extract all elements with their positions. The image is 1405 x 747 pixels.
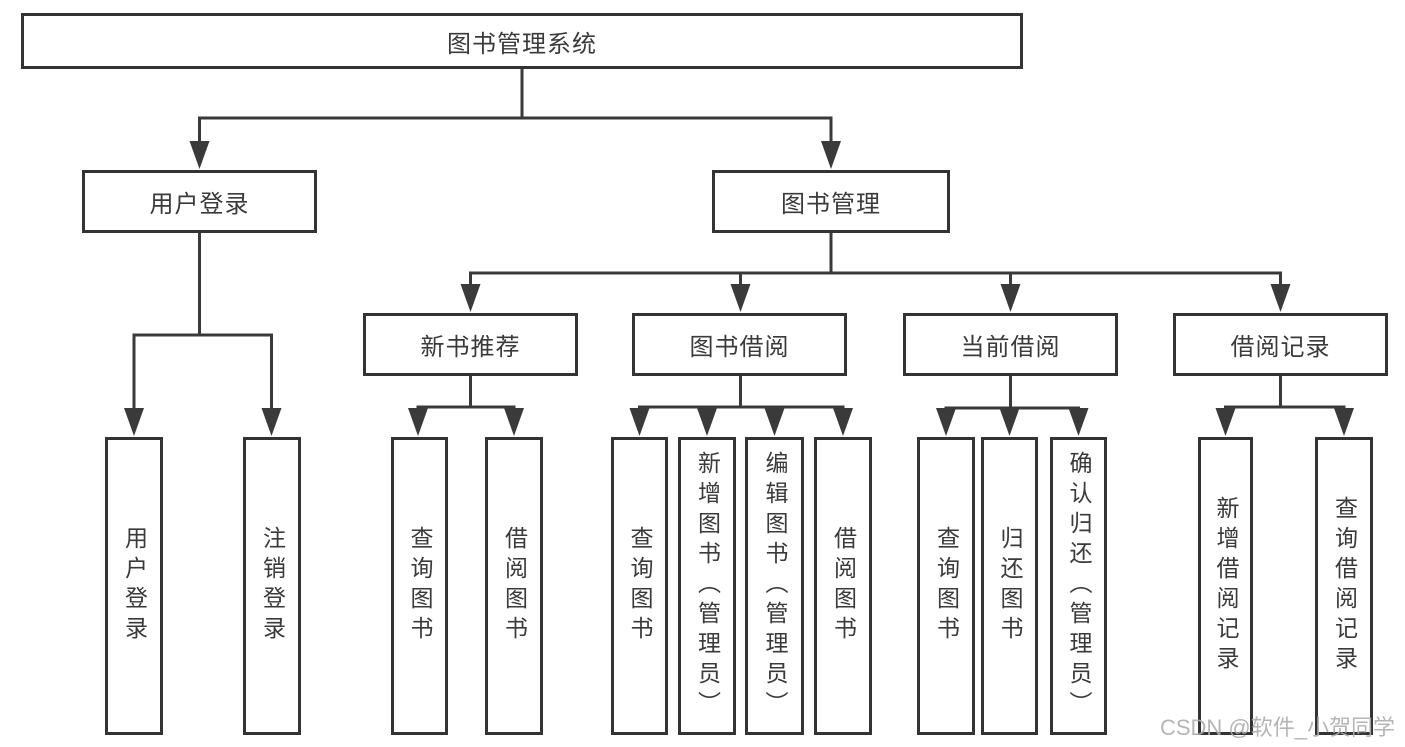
- leaf-add-book-admin: 新增图书（管理员）: [678, 437, 736, 735]
- arrow-down: [408, 408, 428, 436]
- arrow-down: [1215, 408, 1236, 436]
- arrow-down: [261, 408, 282, 436]
- arrow-down: [629, 408, 650, 436]
- arrow-down: [460, 284, 481, 312]
- connector-user-login-to-leaves: [124, 233, 282, 436]
- connector-path: [198, 67, 833, 146]
- connector-path: [416, 376, 516, 414]
- node-book-management-label: 图书管理: [781, 191, 881, 218]
- node-new-book-recommend: 新书推荐: [363, 313, 578, 376]
- node-book-management: 图书管理: [712, 170, 950, 233]
- arrow-down: [833, 408, 853, 436]
- connector-root-to-level2: [189, 67, 841, 169]
- connector-path: [132, 233, 273, 414]
- node-borrow-records: 借阅记录: [1173, 313, 1388, 376]
- connector-book-management-to-level3: [460, 233, 1291, 312]
- watermark: CSDN @软件_小贺同学: [1159, 715, 1395, 740]
- node-current-borrow-label: 当前借阅: [960, 334, 1061, 361]
- leaf-query-books-2: 查询图书: [611, 437, 668, 735]
- leaf-return-book-label: 归还图书: [997, 526, 1023, 646]
- connector-path: [638, 376, 845, 414]
- leaf-return-book: 归还图书: [981, 437, 1038, 735]
- leaf-borrow-books-2-label: 借阅图书: [830, 526, 857, 646]
- arrow-down: [124, 408, 144, 436]
- leaf-query-books-3: 查询图书: [917, 437, 975, 735]
- node-current-borrow: 当前借阅: [903, 313, 1118, 376]
- node-borrow-records-label: 借阅记录: [1230, 334, 1331, 361]
- node-user-login: 用户登录: [82, 170, 317, 233]
- leaf-add-book-admin-label: 新增图书（管理员）: [694, 451, 721, 721]
- node-book-borrow: 图书借阅: [632, 313, 847, 376]
- leaf-borrow-books-2: 借阅图书: [814, 437, 872, 735]
- arrow-down: [1000, 284, 1021, 312]
- arrow-down: [1334, 408, 1354, 436]
- leaf-edit-book-admin: 编辑图书（管理员）: [745, 437, 804, 735]
- arrow-down: [1068, 408, 1089, 436]
- connector-new-book-recommend-to-leaves: [408, 376, 524, 436]
- leaf-query-borrow-record: 查询借阅记录: [1315, 437, 1373, 735]
- node-book-borrow-label: 图书借阅: [689, 334, 790, 361]
- leaf-user-login: 用户登录: [105, 437, 163, 735]
- node-root: 图书管理系统: [21, 13, 1023, 69]
- leaf-add-borrow-record-label: 新增借阅记录: [1213, 496, 1239, 676]
- leaf-query-borrow-record-label: 查询借阅记录: [1331, 496, 1358, 676]
- leaf-borrow-books-1: 借阅图书: [485, 437, 543, 735]
- leaf-query-books-1-label: 查询图书: [407, 526, 433, 646]
- connector-current-borrow-to-leaves: [936, 376, 1089, 436]
- arrow-down: [189, 141, 210, 169]
- leaf-logout: 注销登录: [243, 437, 301, 735]
- leaf-confirm-return-admin: 确认归还（管理员）: [1050, 437, 1107, 735]
- leaf-logout-label: 注销登录: [259, 526, 286, 646]
- arrow-down: [504, 408, 524, 436]
- arrow-down: [821, 141, 841, 169]
- connector-borrow-records-to-leaves: [1215, 376, 1354, 436]
- leaf-query-books-2-label: 查询图书: [627, 526, 653, 646]
- connector-path: [1224, 376, 1346, 414]
- arrow-down: [697, 408, 717, 436]
- leaf-add-borrow-record: 新增借阅记录: [1198, 437, 1253, 735]
- node-user-login-label: 用户登录: [149, 191, 250, 218]
- node-new-book-recommend-label: 新书推荐: [420, 334, 521, 361]
- connector-book-borrow-to-leaves: [629, 376, 853, 436]
- arrow-down: [936, 408, 956, 436]
- node-root-label: 图书管理系统: [447, 30, 597, 58]
- leaf-query-books-3-label: 查询图书: [933, 526, 960, 646]
- leaf-confirm-return-admin-label: 确认归还（管理员）: [1066, 451, 1092, 721]
- arrow-down: [999, 408, 1020, 436]
- connector-path: [469, 233, 1282, 290]
- arrow-down: [730, 284, 751, 312]
- leaf-user-login-label: 用户登录: [121, 526, 148, 646]
- leaf-edit-book-admin-label: 编辑图书（管理员）: [762, 451, 788, 721]
- arrow-down: [764, 408, 785, 436]
- leaf-query-books-1: 查询图书: [391, 437, 448, 735]
- leaf-borrow-books-1-label: 借阅图书: [501, 526, 528, 646]
- arrow-down: [1270, 284, 1291, 312]
